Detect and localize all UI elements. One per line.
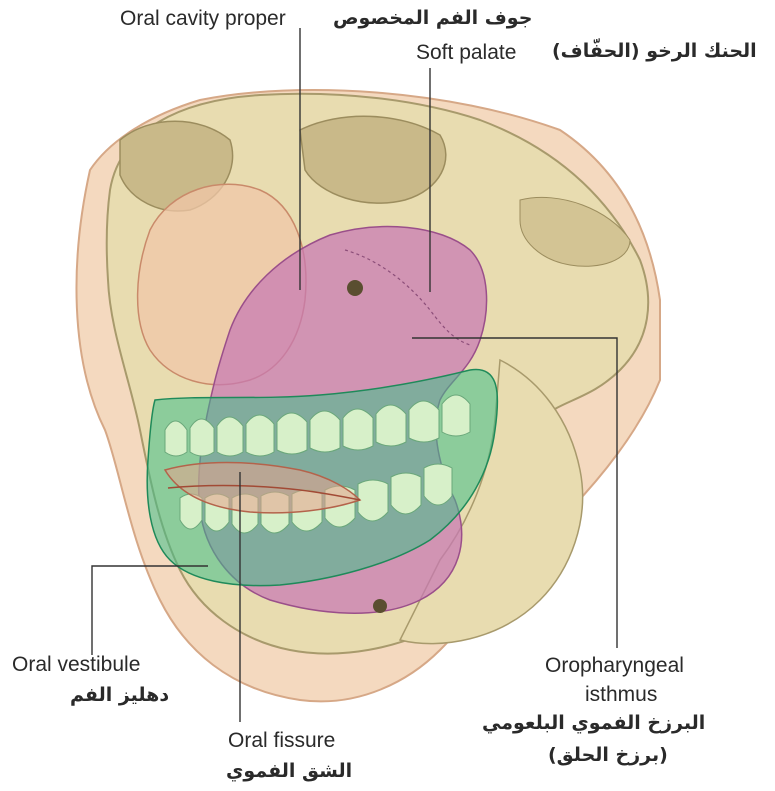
label-oral-vestibule: Oral vestibule xyxy=(12,654,140,675)
label-oropharyngeal-isthmus-ar-line1: البرزخ الفموي البلعومي xyxy=(482,714,705,733)
label-oropharyngeal-isthmus-line1: Oropharyngeal xyxy=(545,655,684,676)
label-oral-fissure-ar: الشق الفموي xyxy=(226,762,352,781)
label-soft-palate: Soft palate xyxy=(416,42,516,63)
label-oral-fissure: Oral fissure xyxy=(228,730,335,751)
label-oropharyngeal-isthmus-line2: isthmus xyxy=(585,684,657,705)
label-oropharyngeal-isthmus-ar-line2: (برزخ الحلق) xyxy=(548,746,668,765)
label-oral-vestibule-ar: دهليز الفم xyxy=(70,686,169,705)
label-oral-cavity-proper-ar: جوف الفم المخصوص xyxy=(333,9,532,28)
mental-foramen xyxy=(373,599,387,613)
infraorbital-foramen xyxy=(347,280,363,296)
label-soft-palate-ar: الحنك الرخو (الحفّاف) xyxy=(552,42,757,61)
label-oral-cavity-proper: Oral cavity proper xyxy=(120,8,286,29)
